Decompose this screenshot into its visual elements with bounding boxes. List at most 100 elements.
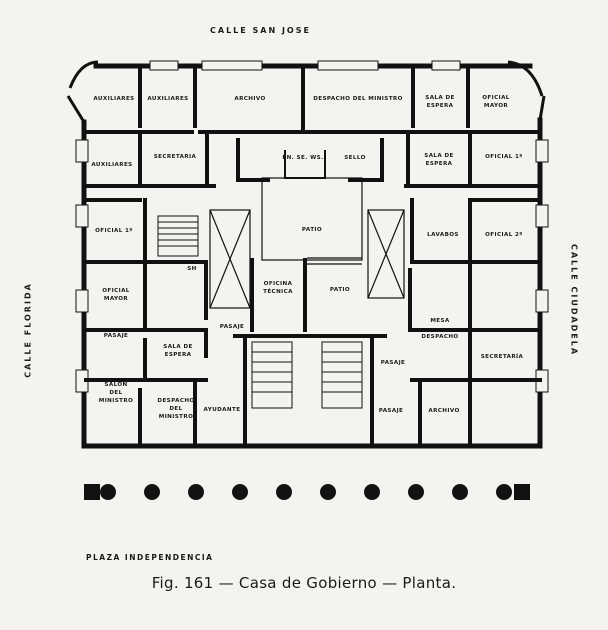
- column: [232, 484, 248, 500]
- room-label-despacho-ministro-top: DESPACHO DEL MINISTRO: [313, 96, 403, 102]
- column: [84, 484, 100, 500]
- room-label-oficial-2: OFICIAL 2º: [485, 231, 523, 238]
- street-label-bottom: PLAZA INDEPENDENCIA: [86, 553, 214, 562]
- staircases: [157, 150, 363, 409]
- room-label-archivo-top: ARCHIVO: [234, 96, 265, 102]
- room-label-line: AYUDANTE: [204, 407, 241, 413]
- room-label-sh: SH: [187, 266, 197, 272]
- street-label-right: CALLE CIUDADELA: [569, 243, 579, 357]
- room-label-line: DEL: [169, 406, 182, 412]
- room-label-salon-ministro: SALON DEL MINISTRO: [99, 382, 134, 404]
- room-label-line: SECRETARÍA: [481, 352, 524, 360]
- column: [364, 484, 380, 500]
- room-label-line: PATIO: [302, 227, 322, 233]
- room-label-despacho-mid: DESPACHO: [421, 334, 458, 340]
- room-label-line: DESPACHO DEL MINISTRO: [313, 96, 403, 102]
- room-labels: AUXILIARES AUXILIARES ARCHIVO DESPACHO DEL …: [91, 95, 523, 420]
- room-label-pasaje-1: PASAJE: [220, 324, 245, 330]
- room-label-oficial-1-left: OFICIAL 1º: [95, 227, 133, 234]
- street-label-left: CALLE FLORIDA: [23, 282, 33, 378]
- room-label-despacho-ministro-bottom: DESPACHO DEL MINISTRO: [157, 398, 194, 420]
- room-label-sala-espera-top: SALA DE ESPERA: [425, 95, 454, 109]
- room-label-line: ESPERA: [165, 352, 192, 358]
- room-label-sala-espera-right: SALA DE ESPERA: [424, 153, 453, 167]
- room-label-line: AUXILIARES: [147, 96, 188, 102]
- room-label-line: OFICIAL 2º: [485, 231, 523, 238]
- figure-caption: Fig. 161 — Casa de Gobierno — Planta.: [151, 574, 457, 592]
- room-label-line: DEL: [109, 390, 122, 396]
- room-label-line: SALA DE: [163, 344, 192, 350]
- room-label-mesa: MESA: [430, 318, 450, 324]
- facade-windows: [75, 60, 549, 393]
- room-label-auxiliares-3: AUXILIARES: [91, 162, 132, 168]
- column: [514, 484, 530, 500]
- column: [408, 484, 424, 500]
- room-label-line: ESPERA: [426, 161, 453, 167]
- room-label-line: MAYOR: [484, 103, 509, 109]
- room-label-line: PASAJE: [381, 360, 406, 366]
- column: [320, 484, 336, 500]
- room-label-auxiliares-1: AUXILIARES: [93, 96, 134, 102]
- room-label-line: SALA DE: [425, 95, 454, 101]
- portico-columns: [84, 484, 530, 500]
- room-label-patio-main: PATIO: [302, 227, 322, 233]
- room-label-secretaria-top: SECRETARIA: [154, 154, 197, 160]
- room-label-line: MINISTRO: [99, 398, 134, 404]
- column: [100, 484, 116, 500]
- room-label-pasaje-4: PASAJE: [379, 408, 404, 414]
- room-label-patio-small: PATIO: [330, 287, 350, 293]
- room-label-line: DESPACHO: [421, 334, 458, 340]
- room-label-line: SELLO: [344, 155, 366, 161]
- room-label-sello: SELLO: [344, 155, 366, 161]
- column: [276, 484, 292, 500]
- corner-towers: [66, 60, 546, 123]
- room-label-en-se-ws: EN. SE. WS.: [282, 155, 323, 161]
- room-label-line: PATIO: [330, 287, 350, 293]
- column: [144, 484, 160, 500]
- room-label-line: ESPERA: [427, 103, 454, 109]
- room-label-line: SALA DE: [424, 153, 453, 159]
- room-label-line: LAVABOS: [427, 232, 459, 238]
- room-label-line: OFICIAL 1º: [485, 153, 523, 160]
- room-label-lavabos: LAVABOS: [427, 232, 459, 238]
- room-label-line: EN. SE. WS.: [282, 155, 323, 161]
- room-label-line: AUXILIARES: [93, 96, 134, 102]
- room-label-auxiliares-2: AUXILIARES: [147, 96, 188, 102]
- room-label-line: OFICIAL 1º: [95, 227, 133, 234]
- room-label-oficial-mayor-left: OFICIAL MAYOR: [102, 288, 130, 302]
- room-label-oficial-1-right: OFICIAL 1º: [485, 153, 523, 160]
- room-label-line: OFICINA: [264, 281, 293, 287]
- column: [188, 484, 204, 500]
- room-label-line: MESA: [430, 318, 450, 324]
- interior-walls: [84, 68, 542, 448]
- room-label-secretaria-right: SECRETARÍA: [481, 352, 524, 360]
- room-label-line: OFICIAL: [102, 288, 130, 294]
- patio-outline: [261, 177, 363, 265]
- room-label-line: MINISTRO: [159, 414, 194, 420]
- room-label-line: PASAJE: [220, 324, 245, 330]
- column: [496, 484, 512, 500]
- room-label-line: MAYOR: [104, 296, 129, 302]
- room-label-line: SECRETARIA: [154, 154, 197, 160]
- column: [452, 484, 468, 500]
- room-label-line: TÉCNICA: [263, 287, 293, 295]
- room-label-line: DESPACHO: [157, 398, 194, 404]
- room-label-line: ARCHIVO: [234, 96, 265, 102]
- room-label-line: SALON: [104, 382, 127, 388]
- room-label-pasaje-3: PASAJE: [381, 360, 406, 366]
- room-label-line: PASAJE: [104, 333, 129, 339]
- room-label-pasaje-2: PASAJE: [104, 333, 129, 339]
- room-label-line: SH: [187, 266, 197, 272]
- room-label-line: AUXILIARES: [91, 162, 132, 168]
- room-label-archivo-bottom: ARCHIVO: [428, 408, 459, 414]
- room-label-line: ARCHIVO: [428, 408, 459, 414]
- room-label-sala-espera-mid: SALA DE ESPERA: [163, 344, 192, 358]
- room-label-line: OFICIAL: [482, 95, 510, 101]
- street-label-top: CALLE SAN JOSE: [210, 26, 311, 35]
- room-label-ayudante: AYUDANTE: [204, 407, 241, 413]
- room-label-line: PASAJE: [379, 408, 404, 414]
- room-label-oficial-mayor-top: OFICIAL MAYOR: [482, 95, 510, 109]
- light-wells: [209, 209, 405, 309]
